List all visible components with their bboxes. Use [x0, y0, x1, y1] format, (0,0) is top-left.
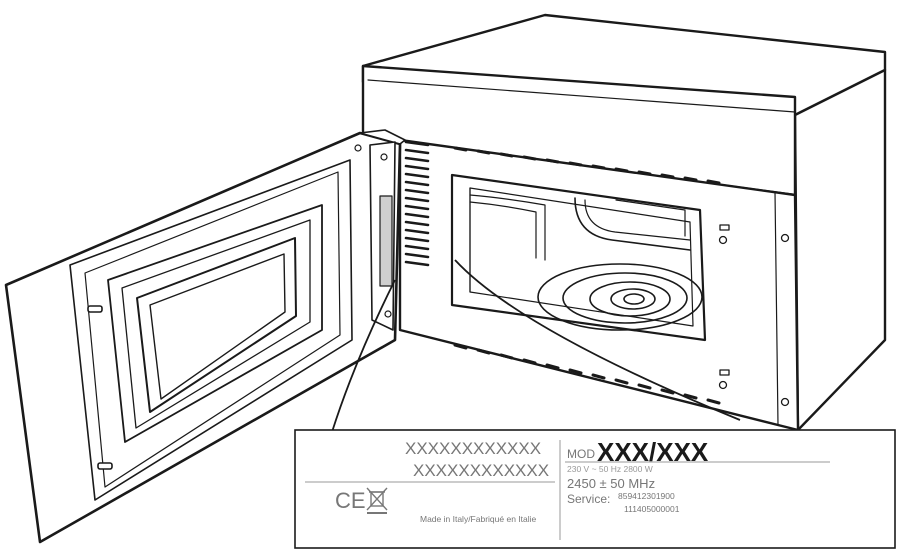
- hinge-vent-column: [404, 140, 430, 267]
- origin-text: Made in Italy/Fabriqué en Italie: [420, 514, 537, 524]
- front-trim: [774, 191, 779, 426]
- bottom-vent-slots: [453, 343, 721, 405]
- turntable-ring-2: [562, 272, 688, 324]
- latch-slot-top: [719, 224, 730, 231]
- callout-curve-right: [454, 259, 741, 421]
- door-latch-bottom: [97, 462, 113, 470]
- door-screw-top: [380, 153, 388, 161]
- cavity-rear-window-inner: [584, 199, 691, 241]
- screw-right-bottom: [780, 397, 790, 407]
- cabinet-right-side: [793, 68, 887, 432]
- rating-plate-border: [294, 429, 896, 549]
- model-value: XXX/XXX: [597, 437, 709, 467]
- frequency-line: 2450 ± 50 MHz: [567, 476, 655, 491]
- door-window-inner: [149, 253, 286, 400]
- door-latch-top: [87, 305, 103, 313]
- crossed-out-wheelie-bin-icon: [366, 487, 388, 514]
- door-screw-bottom: [384, 310, 392, 318]
- screw-cavity-bottom: [718, 380, 728, 390]
- power-line: 230 V ~ 50 Hz 2800 W: [567, 464, 653, 474]
- serial-line-2: XXXXXXXXXXXX: [413, 461, 549, 480]
- latch-slot-bottom: [719, 369, 730, 376]
- magnifier-callout: [331, 259, 741, 433]
- rating-plate: XXXXXXXXXXXX XXXXXXXXXXXX CE Made in Ita…: [294, 429, 896, 549]
- door-edge: [359, 129, 406, 145]
- door-screw-hinge: [354, 144, 362, 152]
- callout-curve-left: [331, 279, 396, 433]
- cavity-right-window: [615, 199, 686, 237]
- cavity-left-panel-inner: [469, 201, 537, 259]
- service-label: Service:: [567, 492, 610, 506]
- service-number-2: 111405000001: [624, 504, 680, 514]
- turntable-ring-3: [589, 281, 671, 317]
- control-strip-edge: [367, 79, 796, 113]
- screw-right-top: [780, 233, 790, 243]
- door-grey-gasket: [379, 195, 393, 287]
- model-prefix: MOD: [567, 447, 595, 461]
- cavity-rear-window: [574, 197, 691, 251]
- screw-cavity-top: [718, 235, 728, 245]
- microwave-door: [4, 129, 406, 544]
- turntable-ring-4: [610, 288, 656, 310]
- oven-cavity: [450, 173, 707, 342]
- turntable-hub: [623, 293, 645, 305]
- ce-mark: CE: [335, 488, 366, 513]
- turntable-outer: [537, 263, 703, 331]
- cavity-left-panel: [469, 194, 546, 261]
- serial-line-1: XXXXXXXXXXXX: [405, 439, 541, 458]
- top-vent-slots: [453, 146, 721, 185]
- service-number-1: 859412301900: [618, 491, 675, 501]
- turntable: [537, 263, 703, 331]
